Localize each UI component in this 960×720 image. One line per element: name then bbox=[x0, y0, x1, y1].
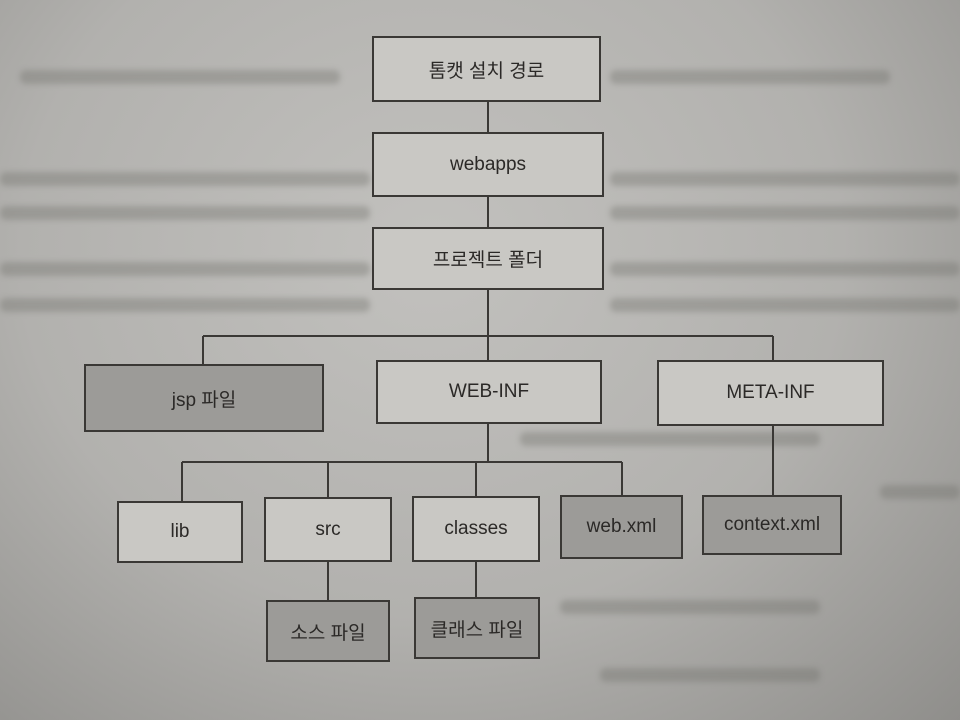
node-label: web.xml bbox=[586, 516, 657, 537]
background-text-line bbox=[610, 70, 890, 84]
background-text-line bbox=[0, 298, 370, 312]
node-label: webapps bbox=[449, 153, 527, 175]
background-text-line bbox=[610, 172, 960, 186]
node-meta-inf: META-INF bbox=[657, 360, 884, 426]
node-label: classes bbox=[444, 518, 508, 539]
node-context-xml: context.xml bbox=[702, 495, 842, 555]
node-lib: lib bbox=[117, 501, 243, 563]
node-jsp-file: jsp 파일 bbox=[84, 364, 324, 432]
background-text-line bbox=[520, 432, 820, 446]
node-web-inf: WEB-INF bbox=[376, 360, 602, 424]
node-classes: classes bbox=[412, 496, 540, 562]
background-text-line bbox=[610, 206, 960, 220]
node-label: 톰캣 설치 경로 bbox=[428, 60, 545, 82]
background-text-line bbox=[610, 298, 960, 312]
node-label: 프로젝트 폴더 bbox=[432, 250, 544, 271]
node-web-xml: web.xml bbox=[560, 495, 683, 559]
node-label: META-INF bbox=[726, 382, 815, 403]
background-text-line bbox=[880, 485, 960, 499]
node-label: context.xml bbox=[723, 514, 821, 535]
background-text-line bbox=[0, 262, 370, 276]
node-source-file: 소스 파일 bbox=[266, 600, 390, 662]
node-label: WEB-INF bbox=[448, 381, 530, 402]
background-text-line bbox=[560, 600, 820, 614]
node-label: lib bbox=[170, 521, 190, 542]
background-text-line bbox=[0, 206, 370, 220]
node-project-folder: 프로젝트 폴더 bbox=[372, 227, 604, 290]
background-text-line bbox=[600, 668, 820, 682]
node-label: 소스 파일 bbox=[290, 622, 366, 644]
node-label: jsp 파일 bbox=[171, 389, 237, 411]
background-text-line bbox=[610, 262, 960, 276]
node-tomcat-install-path: 톰캣 설치 경로 bbox=[372, 36, 601, 102]
background-text-line bbox=[20, 70, 340, 84]
node-class-file: 클래스 파일 bbox=[414, 597, 540, 659]
node-src: src bbox=[264, 497, 392, 562]
node-webapps: webapps bbox=[372, 132, 604, 197]
background-text-line bbox=[0, 172, 370, 186]
node-label: 클래스 파일 bbox=[430, 619, 524, 641]
node-label: src bbox=[315, 518, 341, 540]
